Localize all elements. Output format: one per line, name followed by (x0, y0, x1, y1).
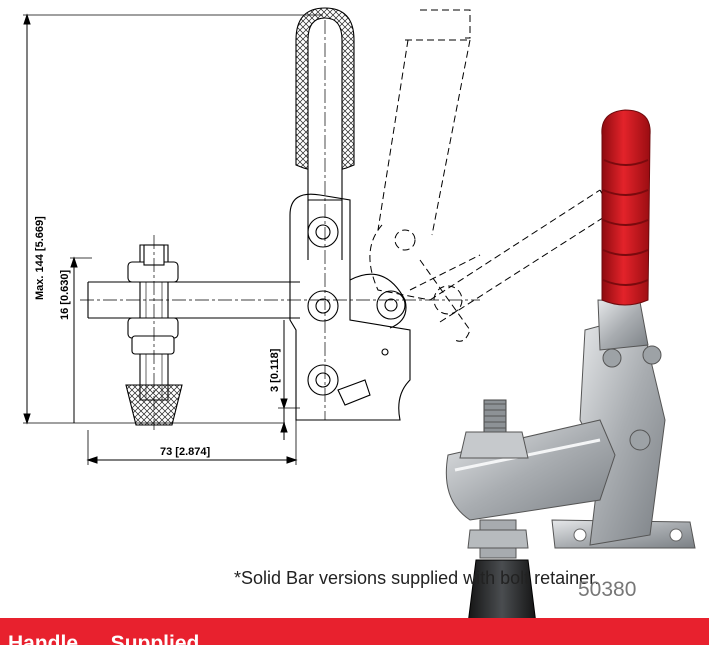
banner-text: Handle … Supplied (8, 632, 200, 645)
bolt-retainer-note: *Solid Bar versions supplied with bolt r… (234, 568, 600, 588)
dim-max-height: Max. 144 [5.669] (34, 216, 46, 300)
part-number: 50380 (578, 578, 637, 601)
dim-bar-thickness: 16 [0.630] (59, 270, 71, 320)
product-photo (445, 109, 696, 641)
centerlines (80, 20, 480, 430)
closed-position-outline (87, 7, 411, 426)
dim-base-offset: 3 [0.118] (269, 348, 281, 392)
open-position-outline (369, 9, 613, 342)
dimension-lines (23, 13, 323, 465)
dim-reach: 73 [2.874] (160, 446, 210, 458)
red-banner: Handle … Supplied (0, 618, 709, 645)
